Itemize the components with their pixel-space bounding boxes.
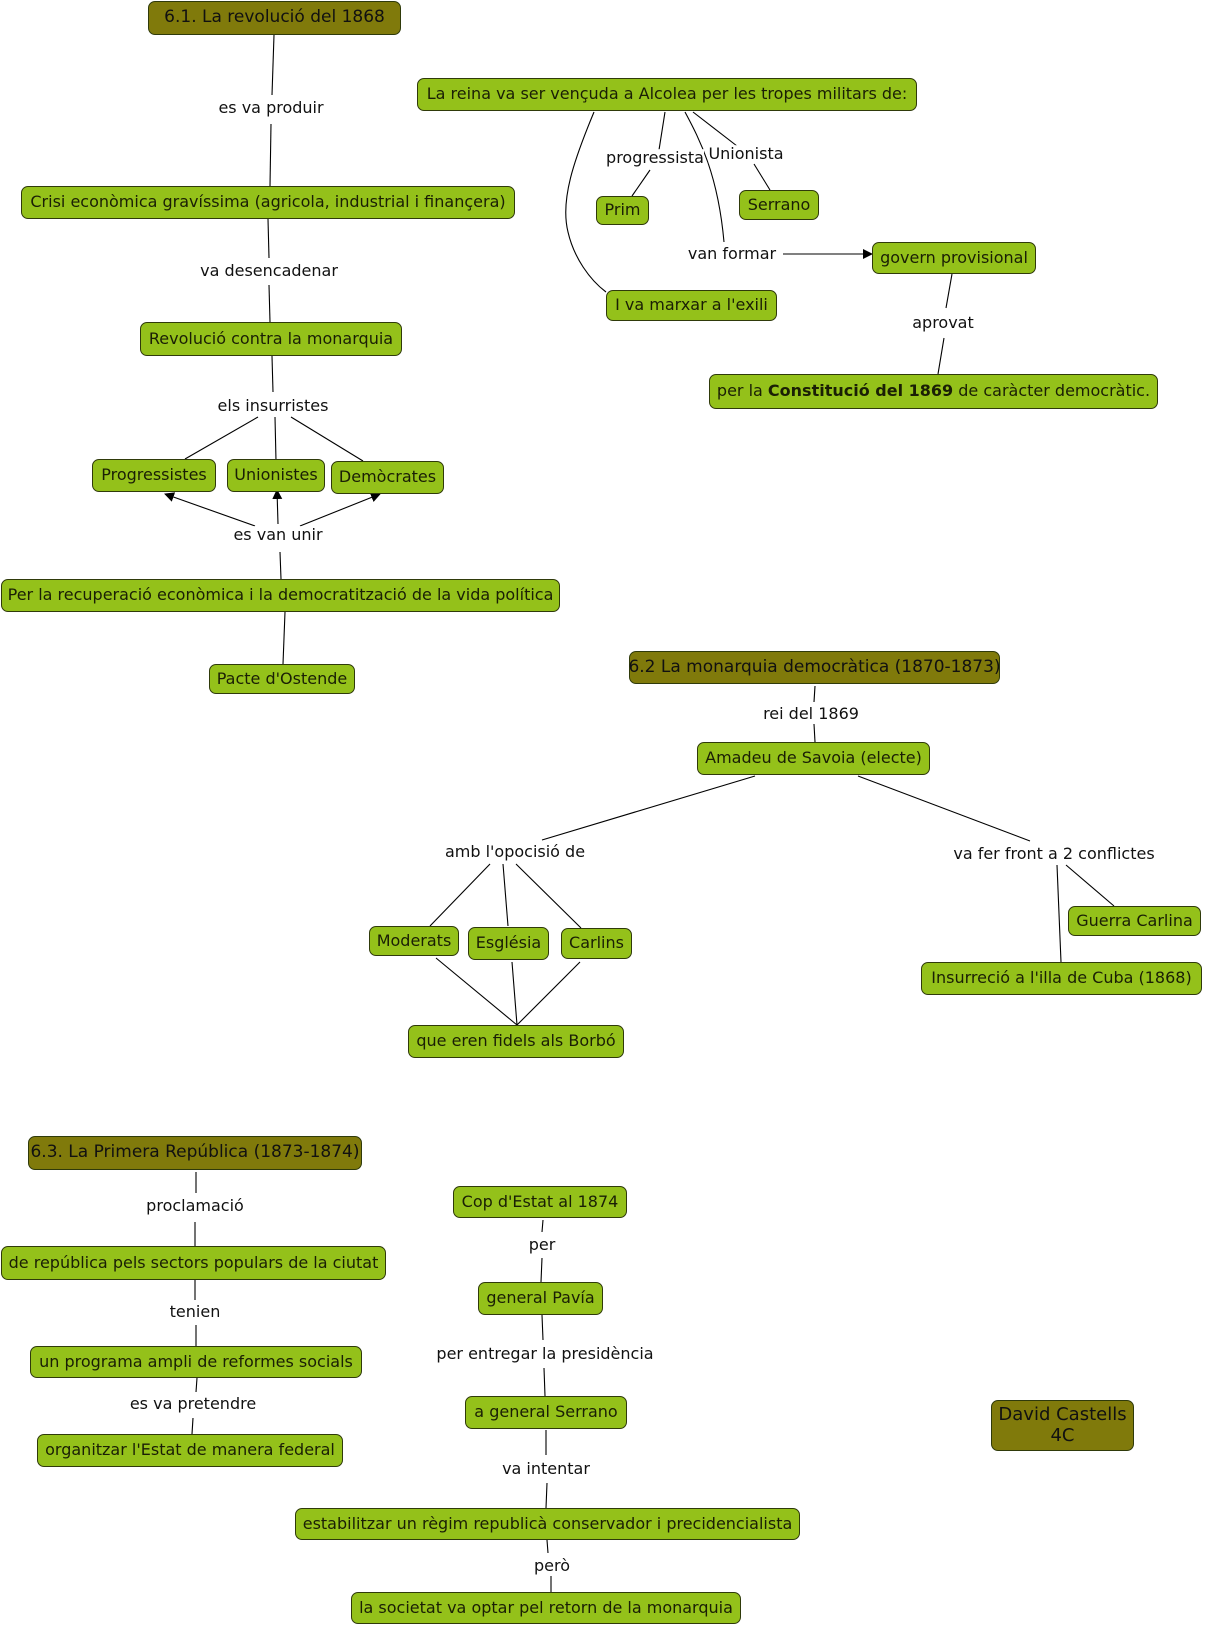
node-retorn: la societat va optar pel retorn de la mo… bbox=[351, 1592, 741, 1624]
link-label-produir: es va produir bbox=[218, 98, 324, 118]
line bbox=[857, 775, 1031, 842]
node-programa: un programa ampli de reformes socials bbox=[30, 1346, 362, 1378]
link-label-insurristes: els insurristes bbox=[217, 396, 329, 416]
section3-title: 6.3. La Primera República (1873-1874) bbox=[28, 1136, 362, 1170]
node-crisi: Crisi econòmica gravíssima (agricola, in… bbox=[21, 186, 515, 219]
node-estabilitzar: estabilitzar un règim republicà conserva… bbox=[295, 1508, 800, 1540]
node-cuba: Insurreció a l'illa de Cuba (1868) bbox=[921, 962, 1202, 995]
link-label-conflictes: va fer front a 2 conflictes bbox=[953, 844, 1155, 864]
link-label-pretendre: es va pretendre bbox=[129, 1394, 257, 1414]
link-label-aprovat: aprovat bbox=[912, 313, 974, 333]
node-pavia: general Pavía bbox=[478, 1282, 603, 1315]
line bbox=[279, 551, 282, 580]
link-label-per: per bbox=[528, 1235, 556, 1255]
node-revolucio: Revolució contra la monarquia bbox=[140, 322, 402, 356]
line bbox=[502, 863, 509, 927]
link-label-unionista: Unionista bbox=[708, 144, 784, 164]
node-carlins: Carlins bbox=[561, 928, 632, 959]
node-republica: de república pels sectors populars de la… bbox=[1, 1246, 386, 1280]
line bbox=[753, 163, 771, 191]
line bbox=[813, 723, 816, 743]
line bbox=[282, 611, 286, 665]
line bbox=[267, 218, 270, 259]
node-federal: organitzar l'Estat de manera federal bbox=[37, 1434, 343, 1467]
node-exili: I va marxar a l'exili bbox=[606, 290, 777, 321]
constitucio-text-pre: per la bbox=[716, 381, 768, 401]
link-label-desencadenar: va desencadenar bbox=[200, 261, 338, 281]
line bbox=[565, 111, 607, 293]
section1-title: 6.1. La revolució del 1868 bbox=[148, 1, 401, 35]
line bbox=[541, 1219, 544, 1233]
line bbox=[269, 123, 272, 187]
link-label-progressista: progressista bbox=[606, 148, 704, 168]
author-name: David Castells bbox=[998, 1403, 1127, 1425]
link-label-pero: però bbox=[533, 1556, 571, 1576]
link-label-intentar: va intentar bbox=[502, 1459, 590, 1479]
node-moderats: Moderats bbox=[369, 926, 459, 956]
line bbox=[515, 863, 582, 929]
link-label-tenien: tenien bbox=[169, 1302, 221, 1322]
line bbox=[546, 1539, 549, 1554]
link-label-unir: es van unir bbox=[233, 525, 323, 545]
constitucio-text-bold: Constitució del 1869 bbox=[767, 381, 954, 401]
line bbox=[195, 1377, 198, 1393]
line bbox=[516, 961, 581, 1026]
section2-title: 6.2 La monarquia democràtica (1870-1873) bbox=[628, 651, 1001, 684]
author-group: 4C bbox=[1050, 1424, 1075, 1446]
line bbox=[274, 416, 277, 462]
line bbox=[511, 961, 518, 1026]
node-democrates: Demòcrates bbox=[331, 461, 444, 494]
node-reina: La reina va ser vençuda a Alcolea per le… bbox=[417, 78, 917, 111]
node-serrano: Serrano bbox=[739, 190, 819, 220]
line bbox=[272, 489, 283, 525]
constitucio-text-post: de caràcter democràtic. bbox=[953, 381, 1151, 401]
line bbox=[937, 337, 945, 375]
link-label-rei: rei del 1869 bbox=[763, 704, 859, 724]
node-constitucio: per la Constitució del 1869 de caràcter … bbox=[709, 374, 1158, 409]
link-label-proclamacio: proclamació bbox=[146, 1196, 244, 1216]
node-prim: Prim bbox=[596, 196, 649, 225]
line bbox=[191, 1417, 194, 1435]
node-amadeu: Amadeu de Savoia (electe) bbox=[697, 742, 930, 775]
line bbox=[184, 416, 259, 460]
node-govern: govern provisional bbox=[872, 242, 1036, 274]
line bbox=[268, 284, 271, 323]
line bbox=[684, 111, 725, 243]
line bbox=[271, 355, 274, 393]
line bbox=[540, 1257, 543, 1283]
line bbox=[429, 863, 491, 927]
node-progressistes: Progressistes bbox=[92, 459, 216, 492]
author-box: David Castells 4C bbox=[991, 1400, 1134, 1451]
line bbox=[435, 957, 518, 1026]
line bbox=[543, 1367, 546, 1397]
line bbox=[813, 685, 816, 703]
line bbox=[658, 111, 666, 151]
node-fidels: que eren fidels als Borbó bbox=[408, 1025, 624, 1058]
line bbox=[692, 111, 738, 147]
line bbox=[271, 34, 275, 96]
line bbox=[290, 416, 364, 462]
node-recuperacio: Per la recuperació econòmica i la democr… bbox=[1, 579, 560, 612]
line bbox=[299, 492, 381, 527]
node-guerra: Guerra Carlina bbox=[1068, 906, 1201, 936]
node-pacte: Pacte d'Ostende bbox=[209, 664, 355, 694]
node-esglesia: Església bbox=[468, 927, 549, 960]
line bbox=[631, 169, 651, 197]
node-unionistes: Unionistes bbox=[227, 459, 325, 492]
link-label-oposicio: amb l'opocisió de bbox=[444, 842, 586, 862]
link-label-formar: van formar bbox=[687, 244, 777, 264]
line bbox=[164, 492, 256, 527]
line bbox=[945, 273, 953, 309]
line bbox=[1056, 864, 1062, 963]
node-cop: Cop d'Estat al 1874 bbox=[453, 1186, 627, 1218]
line bbox=[541, 775, 756, 841]
link-label-entregar: per entregar la presidència bbox=[436, 1344, 654, 1364]
line bbox=[545, 1482, 548, 1509]
node-serrano2: a general Serrano bbox=[465, 1396, 627, 1429]
line bbox=[541, 1314, 544, 1341]
line bbox=[1065, 864, 1115, 907]
